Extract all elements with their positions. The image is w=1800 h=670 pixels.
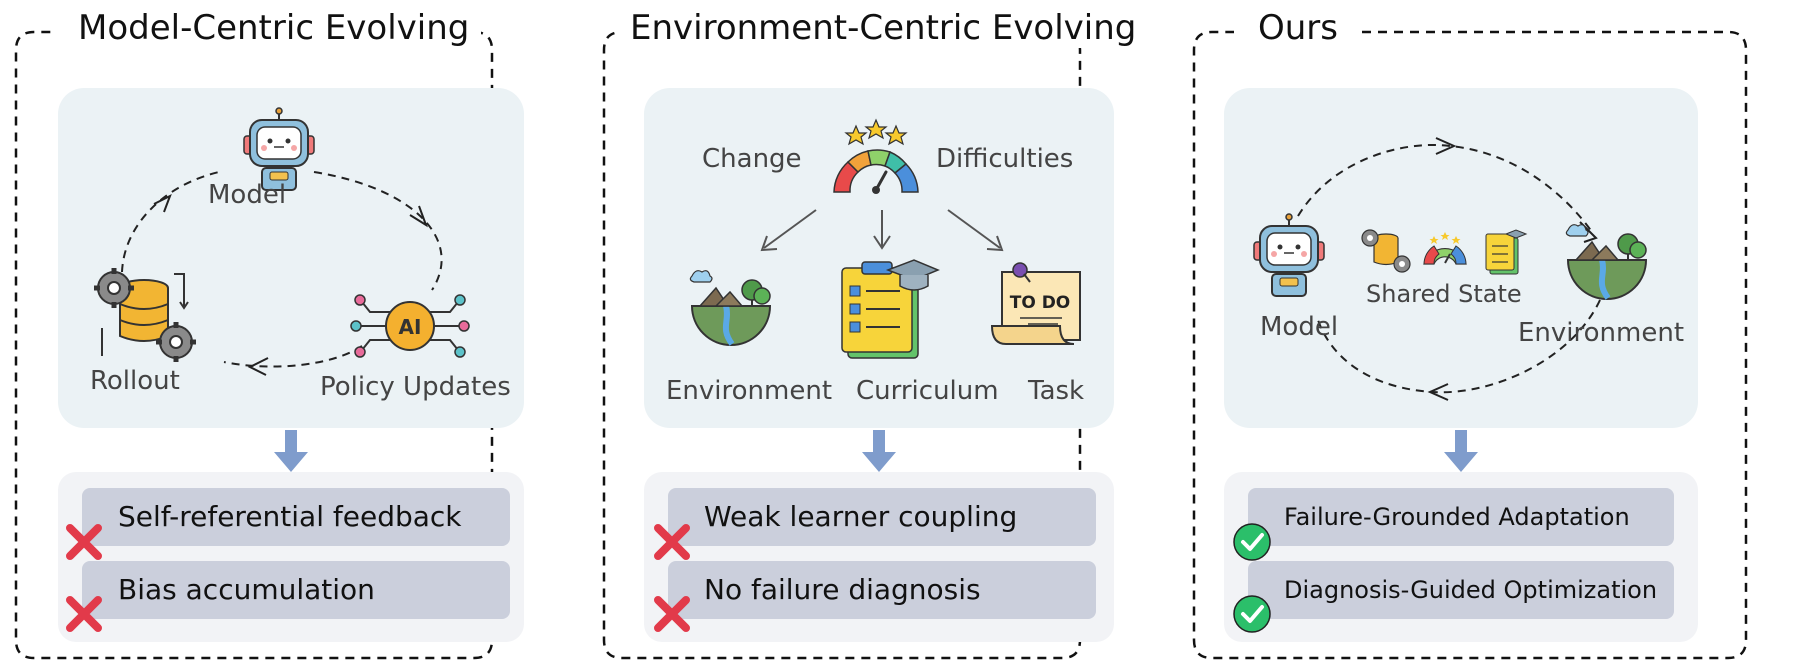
label-rollout: Rollout: [90, 366, 180, 396]
panel-frame: [1192, 30, 1748, 660]
cycle-arrows: [121, 171, 443, 376]
shared-state-icons: [1361, 229, 1528, 275]
panel-frame: [14, 30, 494, 660]
panel-title: Environment-Centric Evolving: [618, 8, 1149, 48]
curriculum-icon: [1485, 229, 1528, 275]
panel-title: Ours: [1246, 8, 1351, 48]
cross-icon: [66, 524, 102, 560]
label-model: Model: [1260, 312, 1339, 342]
robot-icon: [243, 107, 315, 191]
environment-globe-icon: [1565, 224, 1648, 300]
cross-icon: [654, 524, 690, 560]
todo-text: TO DO: [1010, 293, 1071, 313]
branch-arrows: [760, 209, 1004, 252]
item-bar: Failure-Grounded Adaptation: [1248, 488, 1674, 546]
ai-chip-text: AI: [399, 315, 422, 339]
panel-ours: Ours Model: [1192, 0, 1772, 670]
rollout-gears-icon: [1361, 229, 1411, 273]
panel-frame: [602, 30, 1082, 660]
task-todo-icon: TO DO: [990, 262, 1081, 345]
item-text: Self-referential feedback: [118, 500, 462, 533]
down-arrow-icon: [1444, 430, 1478, 472]
curriculum-icon: [841, 259, 940, 359]
label-model: Model: [208, 180, 287, 210]
gauge-icon: [1423, 232, 1467, 265]
item-text: Bias accumulation: [118, 573, 375, 606]
down-arrow-icon: [862, 430, 896, 472]
check-icon: [1233, 595, 1271, 633]
label-curriculum: Curriculum: [856, 376, 999, 406]
panel-title: Model-Centric Evolving: [66, 8, 482, 48]
item-bar: No failure diagnosis: [668, 561, 1096, 619]
down-arrow-icon: [274, 430, 308, 472]
label-difficulties: Difficulties: [936, 144, 1074, 174]
check-icon: [1233, 523, 1271, 561]
item-bar: Self-referential feedback: [82, 488, 510, 546]
cross-icon: [654, 596, 690, 632]
item-text: Weak learner coupling: [704, 500, 1018, 533]
item-bar: Bias accumulation: [82, 561, 510, 619]
label-task: Task: [1028, 376, 1085, 406]
label-policy-updates: Policy Updates: [320, 372, 511, 402]
robot-icon: [1253, 213, 1325, 297]
label-shared-state: Shared State: [1366, 280, 1522, 308]
label-environment: Environment: [1518, 318, 1685, 348]
panel-environment-centric: Environment-Centric Evolving Change Diff…: [602, 0, 1182, 670]
label-environment: Environment: [666, 376, 833, 406]
item-text: No failure diagnosis: [704, 573, 981, 606]
cross-icon: [66, 596, 102, 632]
item-text: Failure-Grounded Adaptation: [1284, 503, 1630, 531]
ai-chip-icon: AI: [350, 294, 470, 358]
item-bar: Weak learner coupling: [668, 488, 1096, 546]
panel-model-centric: Model-Centric Evolving Model: [14, 0, 594, 670]
upper-box: [644, 88, 1114, 428]
label-change: Change: [702, 144, 802, 174]
rollout-gears-icon: [94, 268, 196, 362]
gauge-icon: [833, 118, 919, 194]
environment-globe-icon: [689, 270, 772, 346]
cycle-arrows: [1297, 137, 1601, 401]
item-text: Diagnosis-Guided Optimization: [1284, 576, 1658, 604]
item-bar: Diagnosis-Guided Optimization: [1248, 561, 1674, 619]
